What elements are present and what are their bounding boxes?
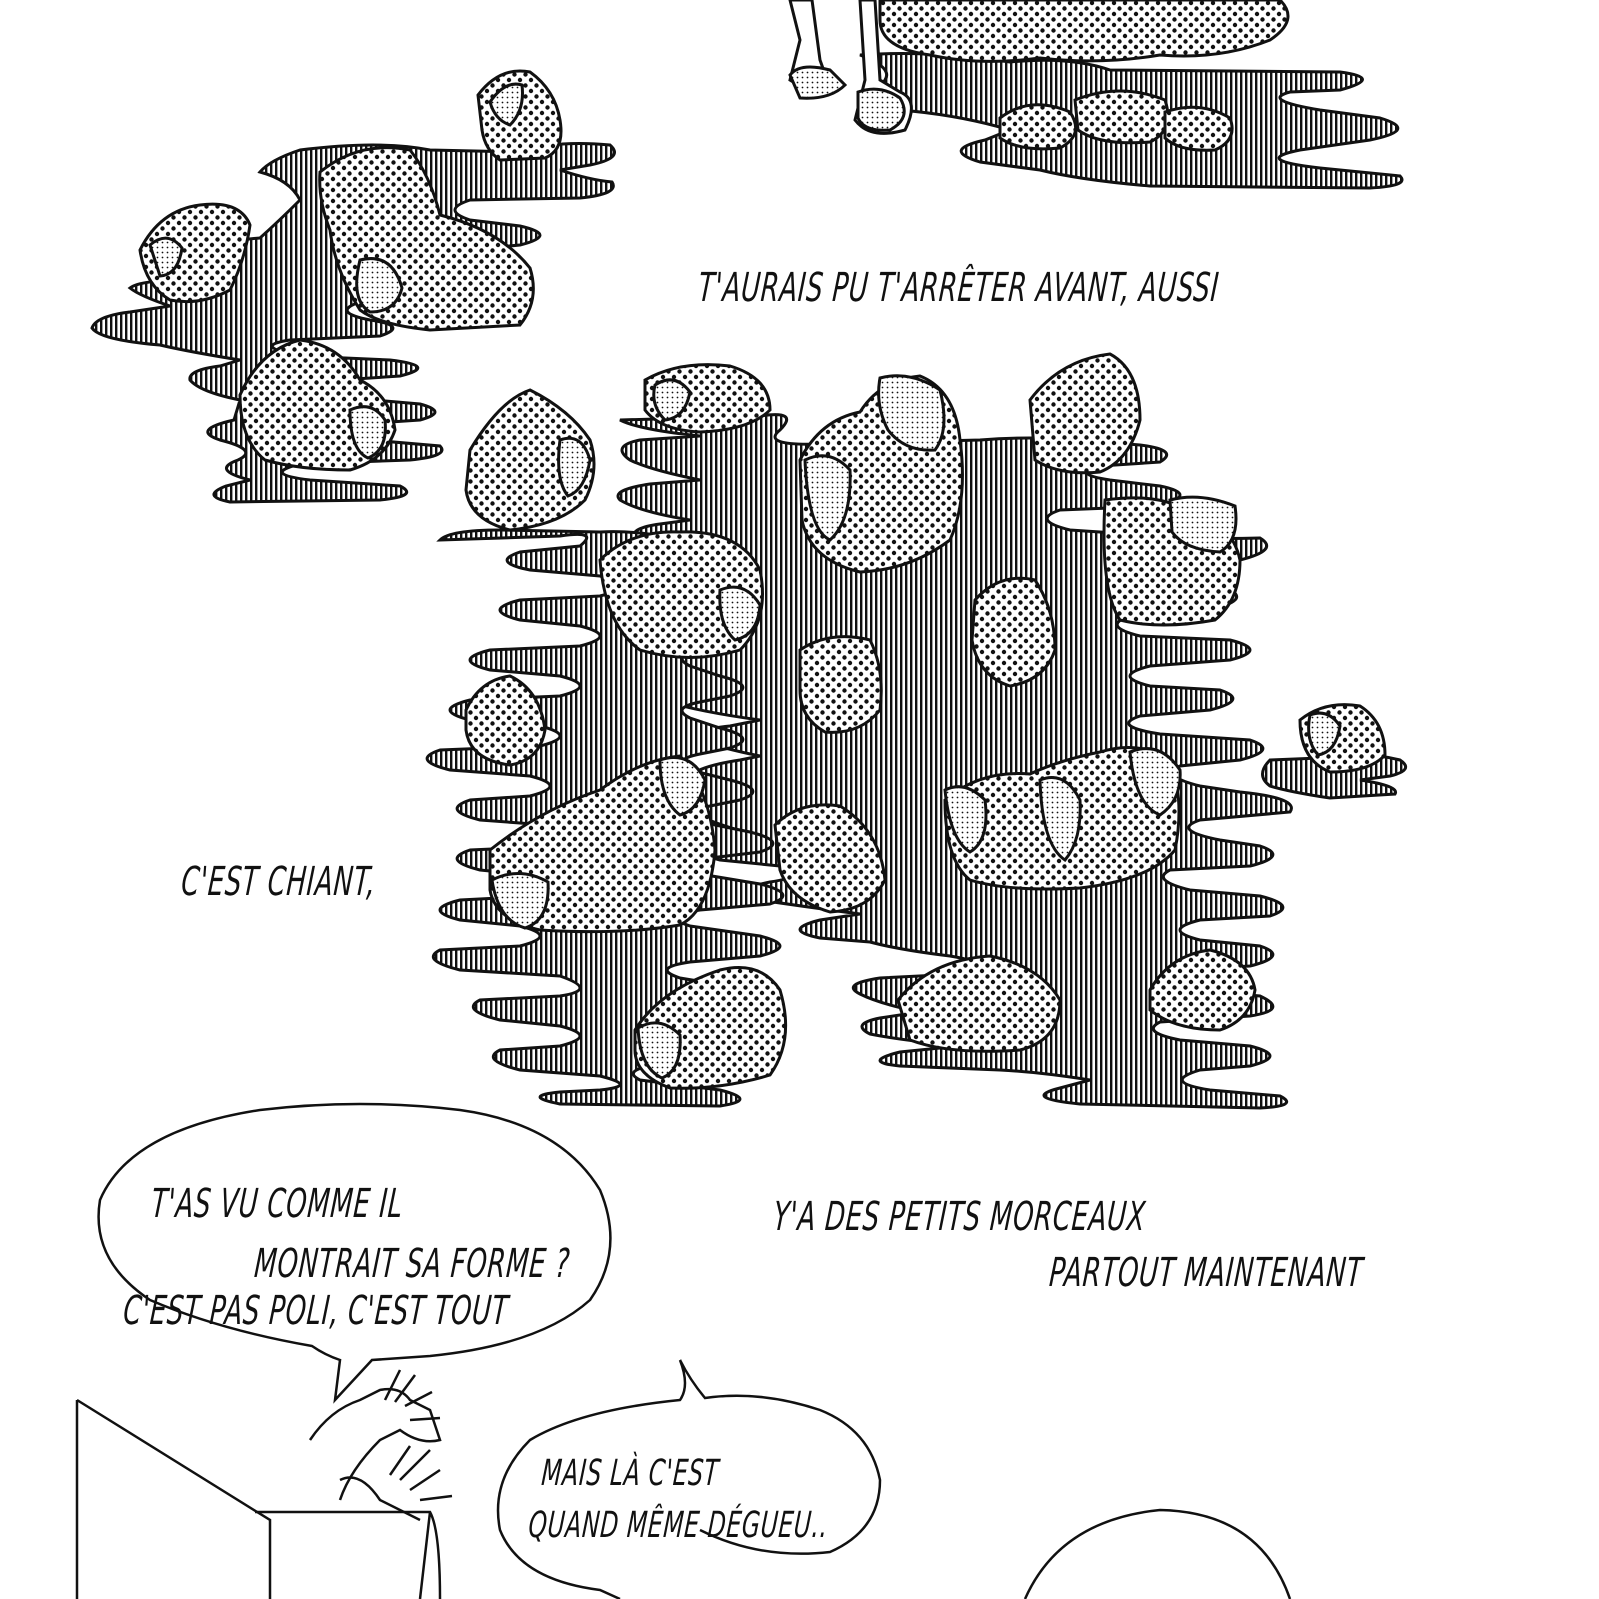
speech-bubble-gross — [496, 1359, 882, 1599]
central-puddle-cluster — [425, 352, 1293, 1110]
bubble-polite-line-3: C'EST PAS POLI, C'EST TOUT — [121, 1288, 511, 1334]
caption-pieces-line-1: Y'A DES PETITS MORCEAUX — [771, 1194, 1148, 1240]
right-small-puddle — [1261, 703, 1408, 800]
speech-bubble-polite — [97, 1102, 612, 1404]
bubble-polite-line-2: MONTRAIT SA FORME ? — [252, 1241, 572, 1287]
caption-stop-before: T'AURAIS PU T'ARRÊTER AVANT, AUSSI — [696, 265, 1221, 311]
bubble-gross-line-1: MAIS LÀ C'EST — [540, 1453, 721, 1494]
bubble-gross-line-2: QUAND MÊME DÉGUEU.. — [527, 1505, 830, 1546]
top-rock-pile — [788, 0, 1404, 190]
caption-annoying: C'EST CHIANT, — [179, 859, 378, 905]
left-puddle-cluster — [90, 69, 616, 504]
bottom-figures — [75, 1369, 1292, 1599]
bubble-polite-line-1: T'AS VU COMME IL — [149, 1181, 405, 1227]
caption-pieces-line-2: PARTOUT MAINTENANT — [1047, 1250, 1365, 1296]
